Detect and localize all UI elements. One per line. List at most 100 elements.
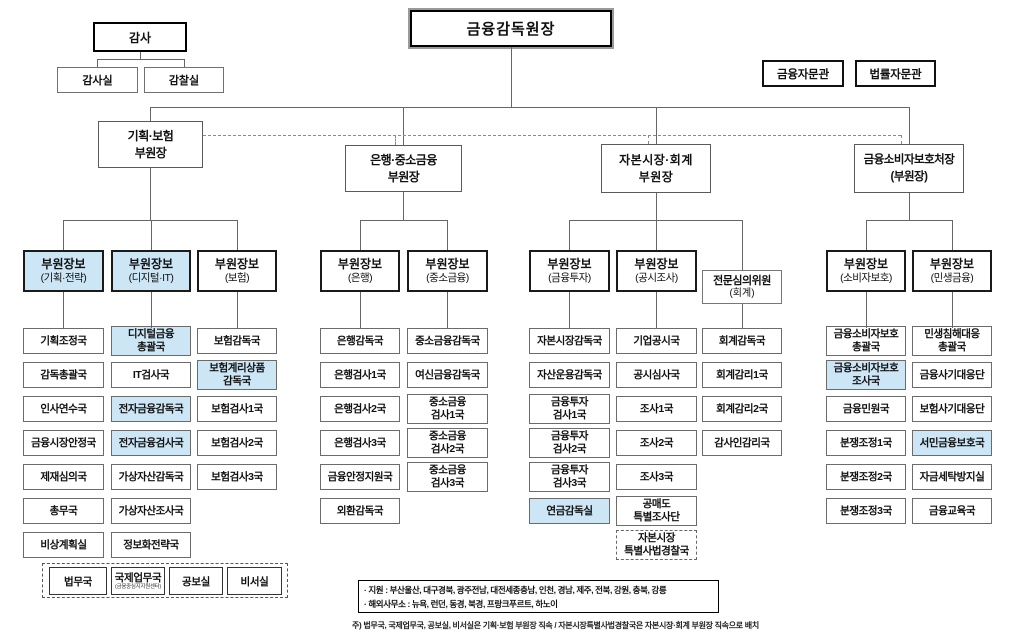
connector-line bbox=[150, 107, 910, 108]
dept-box: 조사3국 bbox=[616, 464, 697, 490]
connector-line bbox=[237, 292, 238, 328]
dept-box: 금융소비자보호 조사국 bbox=[826, 360, 906, 390]
assistant-subtitle: (중소금융) bbox=[426, 272, 469, 284]
dept-box: 공매도 특별조사단 bbox=[616, 496, 697, 526]
pr-office-box: 공보실 bbox=[169, 567, 223, 595]
footnote: 주) 법무국, 국제업무국, 공보실, 비서실은 기획·보험 부원장 직속 / … bbox=[352, 621, 759, 630]
assistant-digital-it: 부원장보 (디지털·IT) bbox=[111, 250, 191, 292]
assistant-subtitle: (은행) bbox=[347, 272, 373, 284]
dept-box: 회계감리1국 bbox=[702, 362, 782, 388]
dept-box: 보험계리상품 감독국 bbox=[197, 360, 277, 390]
connector-line bbox=[866, 220, 952, 221]
dept-box: IT검사국 bbox=[111, 362, 191, 388]
connector-line bbox=[151, 292, 152, 328]
connector-line bbox=[909, 193, 910, 220]
assistant-public-finance: 부원장보 (민생금융) bbox=[912, 250, 992, 292]
connector-line bbox=[403, 192, 404, 220]
connector-line bbox=[909, 107, 910, 144]
dept-box: 보험검사1국 bbox=[197, 396, 277, 422]
dept-box: 은행검사1국 bbox=[320, 362, 400, 388]
regional-offices-line: · 지원 : 부산울산, 대구경북, 광주전남, 대전세종충남, 인천, 경남,… bbox=[364, 585, 667, 595]
assistant-insurance: 부원장보 (보험) bbox=[197, 250, 277, 292]
expert-reviewer-accounting: 전문심의위원 (회계) bbox=[702, 270, 782, 304]
assistant-subtitle: (보험) bbox=[224, 272, 250, 284]
deputy-label-line2: 부원장 bbox=[387, 169, 420, 184]
dept-box: 전자금융검사국 bbox=[111, 430, 191, 456]
dept-label: 비서실 bbox=[240, 575, 269, 588]
dept-box: 전자금융감독국 bbox=[111, 396, 191, 422]
assistant-banking: 부원장보 (은행) bbox=[320, 250, 400, 292]
assistant-subtitle: (소비자보호) bbox=[840, 272, 892, 284]
assistant-title: 전문심의위원 bbox=[713, 274, 771, 287]
audit-office-box: 감사실 bbox=[57, 67, 138, 93]
dept-box: 분쟁조정2국 bbox=[826, 464, 906, 490]
deputy-label-line2: 부원장 bbox=[638, 169, 674, 184]
dept-box: 연금감독실 bbox=[529, 498, 610, 524]
dept-box: 금융안정지원국 bbox=[320, 464, 400, 490]
assistant-subtitle: (공시조사) bbox=[635, 272, 678, 284]
dept-box: 감독총괄국 bbox=[23, 362, 104, 388]
assistant-title: 부원장보 bbox=[634, 257, 679, 271]
connector-line bbox=[656, 220, 657, 250]
dept-box: 은행검사3국 bbox=[320, 430, 400, 456]
connector-line bbox=[866, 292, 867, 328]
connector-line-dashed bbox=[395, 135, 396, 145]
deputy-capital-markets-accounting: 자본시장·회계 부원장 bbox=[601, 144, 711, 193]
dept-label: 법무국 bbox=[63, 575, 93, 588]
dept-box: 인사연수국 bbox=[23, 396, 104, 422]
assistant-subtitle: (디지털·IT) bbox=[128, 272, 174, 284]
connector-line bbox=[866, 220, 867, 250]
connector-line bbox=[97, 59, 185, 60]
connector-line-dashed bbox=[901, 135, 902, 144]
financial-advisor-box: 금융자문관 bbox=[762, 60, 844, 87]
deputy-banking-sme: 은행·중소금융 부원장 bbox=[345, 145, 462, 192]
inspection-office-box: 감찰실 bbox=[144, 67, 224, 93]
dept-box: 금융소비자보호 총괄국 bbox=[826, 326, 906, 356]
dept-box: 자본시장감독국 bbox=[529, 328, 610, 354]
deputy-label-line1: 금융소비자보호처장 bbox=[863, 153, 955, 166]
assistant-title: 부원장보 bbox=[843, 257, 889, 271]
connector-line bbox=[184, 59, 185, 67]
dept-box: 분쟁조정3국 bbox=[826, 498, 906, 524]
dept-box: 공시심사국 bbox=[616, 362, 697, 388]
connector-line bbox=[569, 220, 570, 250]
connector-line bbox=[952, 292, 953, 328]
dept-box: 분쟁조정1국 bbox=[826, 430, 906, 456]
dept-box: 금융투자 검사3국 bbox=[529, 462, 610, 492]
connector-line bbox=[360, 292, 361, 328]
assistant-title: 부원장보 bbox=[337, 257, 383, 271]
assistant-subtitle: (민생금융) bbox=[930, 272, 974, 284]
connector-line bbox=[742, 304, 743, 328]
dept-sublabel: (금융중심지지원센터) bbox=[115, 583, 161, 590]
assistant-financial-investment: 부원장보 (금융투자) bbox=[529, 250, 610, 292]
connector-line-dashed bbox=[648, 135, 649, 144]
connector-line bbox=[447, 292, 448, 328]
dept-box: 중소금융 검사3국 bbox=[407, 462, 488, 492]
dept-label: 공보실 bbox=[181, 575, 211, 588]
assistant-title: 부원장보 bbox=[425, 257, 470, 271]
dept-box: 비상계획실 bbox=[23, 532, 104, 558]
auditor-box: 감사 bbox=[93, 22, 187, 52]
overseas-offices-line: · 해외사무소 : 뉴욕, 런던, 동경, 북경, 프랑크푸르트, 하노이 bbox=[364, 599, 558, 609]
dept-box: 금융투자 검사1국 bbox=[529, 394, 610, 424]
dept-box: 중소금융감독국 bbox=[407, 328, 488, 354]
dept-box: 금융민원국 bbox=[826, 396, 906, 422]
dept-box: 은행검사2국 bbox=[320, 396, 400, 422]
dept-box: 여신금융감독국 bbox=[407, 362, 488, 388]
connector-line bbox=[63, 220, 64, 250]
dept-box: 조사2국 bbox=[616, 430, 697, 456]
dept-box: 보험감독국 bbox=[197, 328, 277, 354]
dept-box: 자금세탁방지실 bbox=[912, 464, 992, 490]
deputy-label-line1: 자본시장·회계 bbox=[619, 152, 693, 167]
direct-report-group: 법무국 국제업무국 (금융중심지지원센터) 공보실 비서실 bbox=[42, 563, 288, 598]
connector-line bbox=[150, 107, 151, 121]
connector-line bbox=[511, 47, 512, 107]
assistant-subtitle: (기획·전략) bbox=[40, 272, 87, 284]
